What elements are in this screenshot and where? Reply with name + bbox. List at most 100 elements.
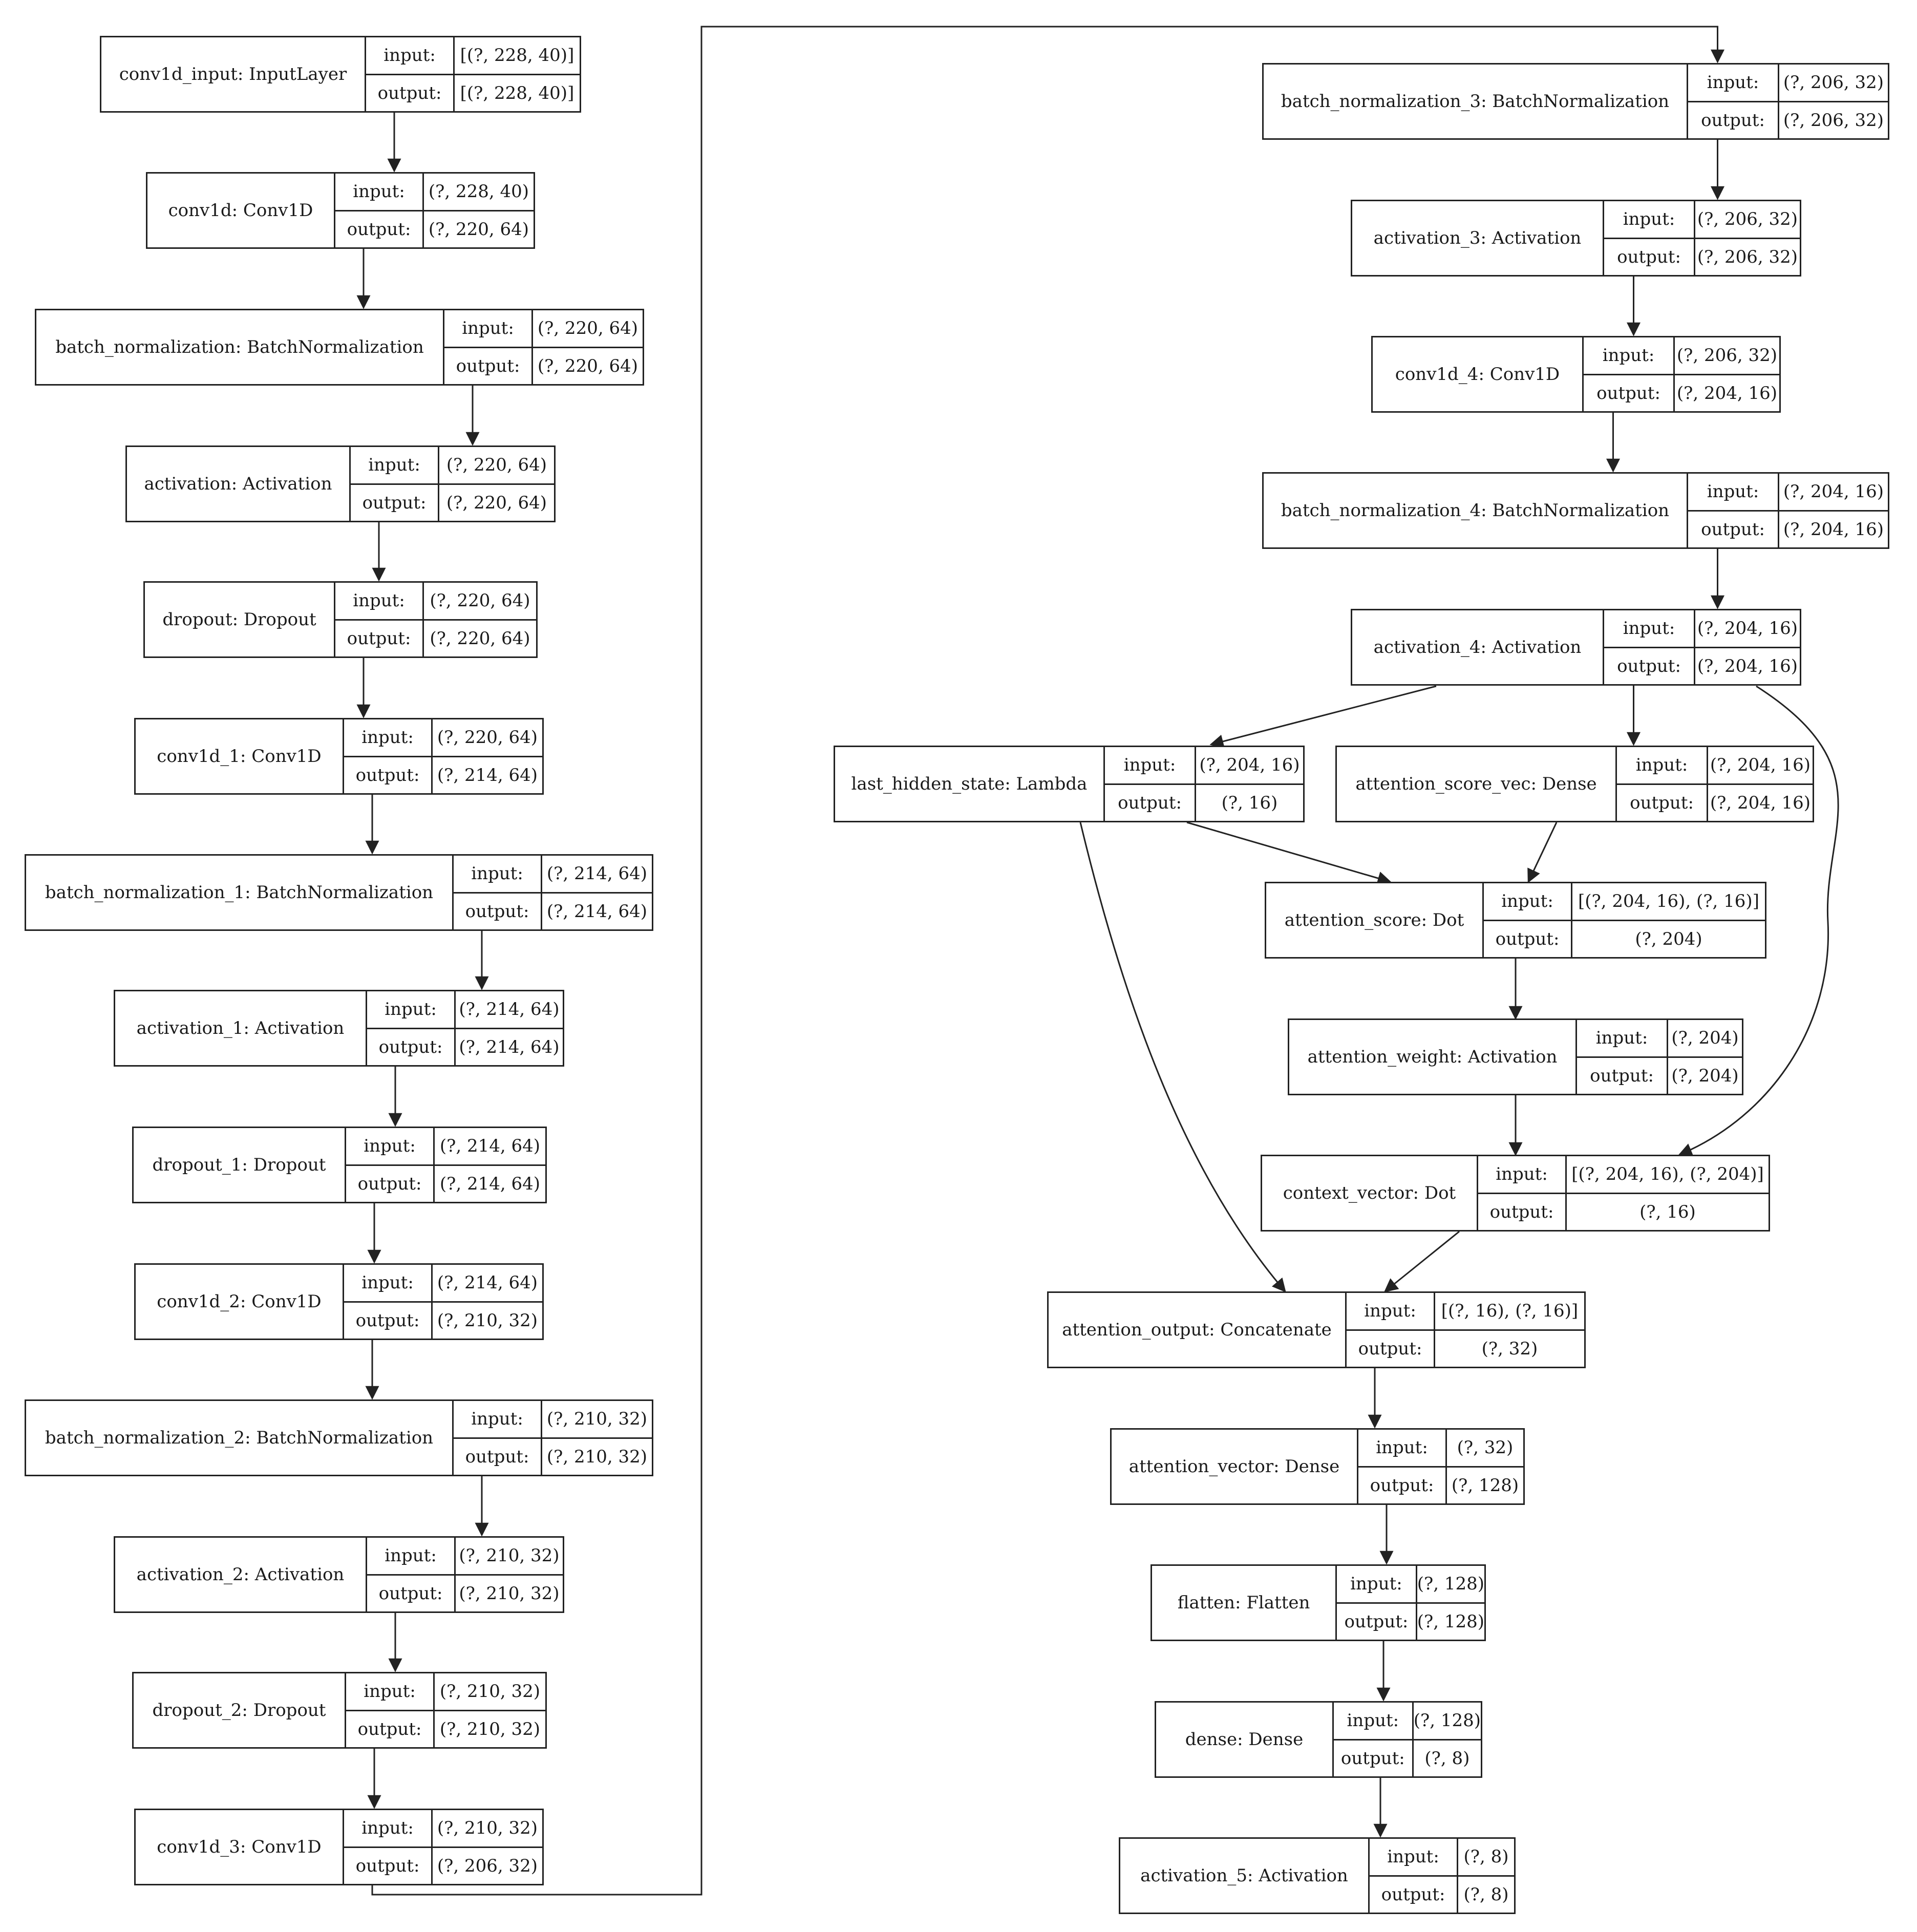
input-port-label: input:: [344, 719, 431, 757]
output-port-label: output:: [1617, 655, 1681, 676]
output-port-label: output:: [1358, 1338, 1422, 1359]
input-port-label: input:: [1604, 610, 1694, 648]
input-shape: [(?, 204, 16), (?, 16)]: [1572, 883, 1765, 921]
input-shape: [(?, 228, 40)]: [455, 37, 580, 75]
input-shape: (?, 220, 64): [533, 310, 643, 348]
output-shape: (?, 8): [1463, 1884, 1509, 1905]
output-port-label: output:: [465, 901, 529, 922]
layer-label: activation_1: Activation: [115, 991, 367, 1065]
layer-node-batch-normalization-1[interactable]: batch_normalization_1: BatchNormalizatio…: [25, 854, 653, 931]
layer-label: attention_output: Concatenate: [1049, 1293, 1347, 1367]
output-shape: (?, 214, 64): [546, 901, 648, 922]
layer-label: conv1d: Conv1D: [147, 174, 335, 247]
output-port-label: output:: [355, 1855, 420, 1876]
output-shape: (?, 128): [1417, 1611, 1484, 1632]
output-shape: (?, 220, 64): [537, 355, 638, 376]
edge-last-hidden-state-to-attention-score: [1186, 821, 1392, 885]
layer-label: conv1d_input: InputLayer: [101, 37, 366, 111]
input-shape: (?, 206, 32): [1675, 337, 1779, 375]
layer-node-batch-normalization-4[interactable]: batch_normalization_4: BatchNormalizatio…: [1262, 472, 1889, 549]
input-shape: (?, 210, 32): [542, 1401, 652, 1439]
layer-label: dense: Dense: [1156, 1703, 1334, 1776]
layer-label: conv1d_3: Conv1D: [136, 1810, 344, 1884]
edge-activation-4-to-context-vector: [1678, 685, 1839, 1157]
output-shape: (?, 32): [1481, 1338, 1538, 1359]
output-shape: (?, 16): [1639, 1201, 1696, 1222]
input-shape: (?, 128): [1413, 1703, 1481, 1740]
output-port-label: output:: [1617, 246, 1681, 267]
output-shape: (?, 220, 64): [446, 492, 547, 513]
layer-label: last_hidden_state: Lambda: [835, 747, 1105, 821]
input-port-label: input:: [346, 1128, 433, 1166]
input-port-label: input:: [1370, 1839, 1457, 1877]
edge-activation-4-to-last-hidden-state: [1209, 685, 1437, 748]
output-port-label: output:: [456, 355, 520, 376]
input-port-label: input:: [344, 1265, 431, 1303]
input-shape: (?, 220, 64): [439, 447, 554, 485]
layer-label: context_vector: Dot: [1262, 1156, 1478, 1230]
output-shape: (?, 204, 16): [1676, 383, 1778, 404]
input-shape: (?, 204, 16): [1695, 610, 1800, 648]
output-port-label: output:: [1370, 1475, 1434, 1496]
layer-node-batch-normalization-3[interactable]: batch_normalization_3: BatchNormalizatio…: [1262, 63, 1889, 140]
output-port-label: output:: [378, 1036, 443, 1057]
output-port-label: output:: [355, 765, 420, 785]
input-port-label: input:: [1688, 65, 1778, 102]
layer-label: conv1d_1: Conv1D: [136, 719, 344, 793]
input-port-label: input:: [335, 583, 422, 621]
layer-label: attention_vector: Dense: [1112, 1430, 1358, 1503]
output-port-label: output:: [355, 1310, 420, 1331]
input-port-label: input:: [1478, 1156, 1565, 1194]
input-shape: (?, 210, 32): [456, 1538, 563, 1576]
output-shape: (?, 206, 32): [1783, 110, 1884, 131]
input-port-label: input:: [1347, 1293, 1434, 1331]
layer-node-batch-normalization-2[interactable]: batch_normalization_2: BatchNormalizatio…: [25, 1399, 653, 1476]
edge-conv1d-3-to-batch-normalization-3: [371, 26, 1724, 1896]
input-port-label: input:: [1617, 747, 1707, 785]
input-shape: (?, 206, 32): [1695, 201, 1800, 239]
output-shape: (?, 204): [1671, 1065, 1739, 1086]
output-shape: [(?, 228, 40)]: [460, 82, 574, 103]
input-shape: (?, 204, 16): [1779, 474, 1888, 512]
output-shape: (?, 206, 32): [437, 1855, 538, 1876]
output-port-label: output:: [357, 1718, 422, 1739]
input-port-label: input:: [351, 447, 438, 485]
output-port-label: output:: [1596, 383, 1660, 404]
output-shape: (?, 210, 32): [439, 1718, 541, 1739]
input-port-label: input:: [366, 37, 453, 75]
input-shape: (?, 204, 16): [1708, 747, 1813, 785]
output-shape: (?, 220, 64): [428, 219, 529, 240]
layer-label: activation_2: Activation: [115, 1538, 367, 1611]
layer-label: activation_3: Activation: [1352, 201, 1604, 275]
input-port-label: input:: [1604, 201, 1694, 239]
input-shape: (?, 210, 32): [435, 1673, 545, 1711]
input-shape: [(?, 204, 16), (?, 204)]: [1567, 1156, 1769, 1194]
